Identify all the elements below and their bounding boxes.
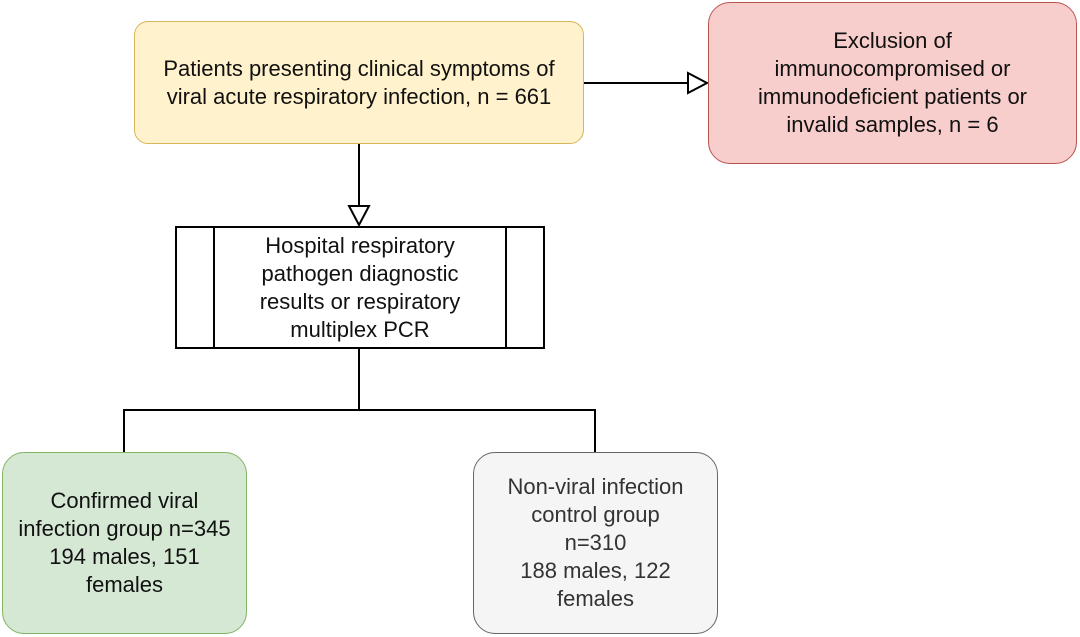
connector-branch-control — [359, 409, 596, 452]
process-right-bar — [505, 228, 507, 347]
arrowhead-process — [347, 205, 371, 228]
connector-branch-viral — [123, 409, 359, 452]
patients-presenting-label: Patients presenting clinical symptoms of… — [163, 55, 555, 109]
control-group-label: Non-viral infection control group n=310 … — [507, 474, 684, 611]
diagnostic-process-box: Hospital respiratory pathogen diagnostic… — [175, 226, 545, 349]
process-left-bar — [213, 228, 215, 347]
diagnostic-process-label: Hospital respiratory pathogen diagnostic… — [259, 232, 461, 342]
exclusion-label: Exclusion of immunocompromised or immuno… — [757, 28, 1028, 137]
control-group-box: Non-viral infection control group n=310 … — [473, 452, 718, 634]
viral-infection-group-label: Confirmed viral infection group n=345 19… — [18, 488, 231, 597]
exclusion-box: Exclusion of immunocompromised or immuno… — [708, 2, 1077, 164]
arrowhead-exclusion — [687, 71, 710, 95]
patients-presenting-box: Patients presenting clinical symptoms of… — [134, 21, 584, 144]
viral-infection-group-box: Confirmed viral infection group n=345 19… — [2, 452, 247, 634]
